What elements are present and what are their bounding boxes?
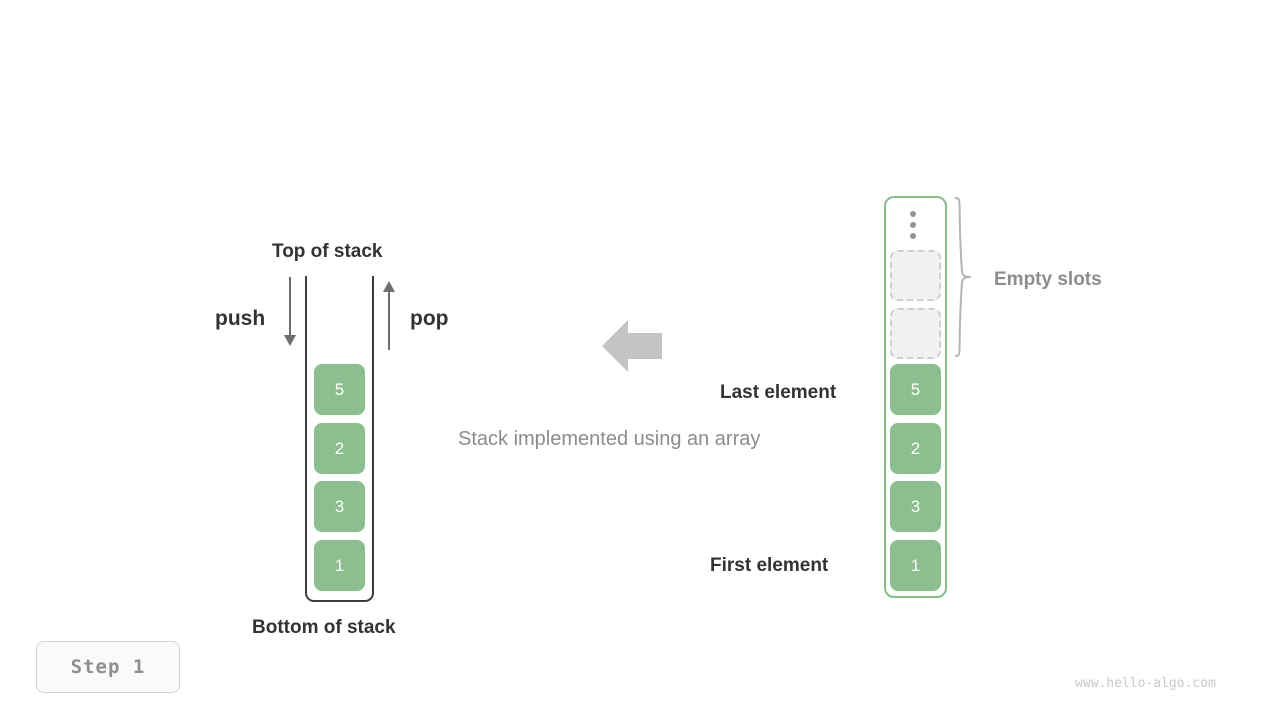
- step-badge: Step 1: [36, 641, 180, 693]
- stack-cell[interactable]: 2: [314, 423, 365, 474]
- array-cell[interactable]: 1: [890, 540, 941, 591]
- last-element-label: Last element: [720, 382, 837, 403]
- array-cell[interactable]: 5: [890, 364, 941, 415]
- array-cell[interactable]: 2: [890, 423, 941, 474]
- arrow-left-icon: [602, 320, 662, 372]
- empty-slots-label: Empty slots: [994, 269, 1102, 290]
- stack-cell[interactable]: 5: [314, 364, 365, 415]
- stack-structure: 5 2 3 1: [305, 276, 374, 602]
- stack-container: [305, 276, 374, 602]
- array-empty-slot[interactable]: [890, 308, 941, 359]
- pop-label: pop: [410, 307, 449, 330]
- watermark: www.hello-algo.com: [1075, 676, 1216, 691]
- first-element-label: First element: [710, 555, 829, 576]
- array-cell[interactable]: 3: [890, 481, 941, 532]
- array-container: [884, 196, 947, 598]
- vertical-dots-icon: [910, 211, 917, 239]
- stack-cell[interactable]: 3: [314, 481, 365, 532]
- curly-brace-icon: [954, 197, 972, 357]
- array-empty-slot[interactable]: [890, 250, 941, 301]
- bottom-of-stack-label: Bottom of stack: [252, 617, 396, 638]
- stack-cell[interactable]: 1: [314, 540, 365, 591]
- push-label: push: [215, 307, 266, 330]
- figure-caption: Stack implemented using an array: [458, 428, 761, 450]
- top-of-stack-label: Top of stack: [272, 241, 383, 262]
